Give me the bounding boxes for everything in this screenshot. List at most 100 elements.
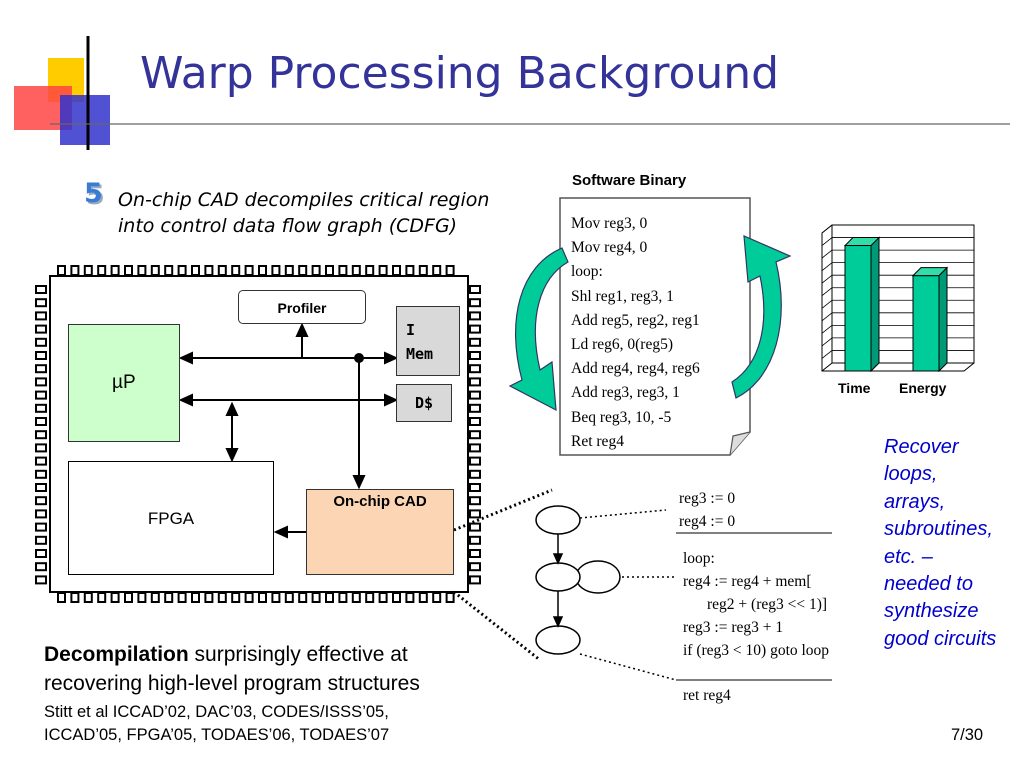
chip-pin [35, 443, 47, 453]
chip-pin [35, 522, 47, 532]
chip-pin [392, 265, 401, 276]
page-number: 7/30 [951, 726, 984, 744]
chip-pin [231, 592, 241, 603]
chip-pin [378, 265, 388, 276]
chip-pin [70, 592, 80, 603]
recover-line: needed to [884, 573, 973, 596]
bullet-line: On-chip CAD decompiles critical region [118, 189, 490, 211]
chip-pin [83, 265, 93, 276]
chip-pin [469, 456, 481, 466]
chip-pin [418, 592, 428, 603]
chip-pins [35, 265, 481, 603]
chart-gridline-side [821, 350, 833, 359]
chart-gridline-side [821, 312, 833, 322]
on-chip-cad-label: On-chip CAD [333, 493, 427, 510]
chip-pin [177, 592, 187, 603]
cdfg-graph [535, 505, 621, 655]
recover-line: subroutines, [884, 518, 993, 541]
chip-pin [392, 592, 401, 603]
code-line: Add reg3, reg3, 1 [571, 384, 680, 402]
recover-line: good circuits [884, 627, 997, 650]
chip-pin [244, 592, 254, 603]
chip-pin [469, 390, 481, 400]
chip-pin [137, 592, 147, 603]
chart-gridline-side [821, 287, 833, 297]
chip-pin [35, 298, 47, 308]
chip-pin [469, 522, 481, 532]
code-line: Ret reg4 [571, 432, 624, 450]
microprocessor-box [68, 324, 180, 442]
chip-pin [204, 592, 214, 603]
chip-pin [57, 592, 66, 603]
chip-pin [258, 592, 267, 603]
citations: Stitt et al ICCAD’02, DAC’03, CODES/ISSS… [44, 701, 389, 747]
chip-pin [35, 337, 47, 347]
imem-label-mem: Mem [406, 345, 434, 363]
cdfg-node-exit [535, 625, 581, 655]
cdfg-line: reg3 := 0 [679, 490, 736, 507]
cdfg-code: reg3 := 0 reg4 := 0 loop: reg4 := reg4 +… [679, 487, 829, 707]
chip-pin [150, 265, 160, 276]
chip-pin [365, 265, 375, 276]
chip-pin [35, 562, 47, 572]
chip-pin [351, 592, 361, 603]
chip-pin [164, 265, 174, 276]
chip-pin [35, 351, 47, 360]
bullet-text: On-chip CAD decompiles critical region i… [118, 187, 489, 239]
software-binary-page [559, 197, 751, 456]
chart-tick-label-time: Time [838, 380, 871, 396]
chip-pin [405, 592, 415, 603]
chart-bar-energy [911, 266, 949, 373]
chip-pin [432, 592, 442, 603]
chip-pin [35, 549, 47, 558]
chip-pin [378, 592, 388, 603]
bullet-number: 5 [84, 178, 103, 209]
chip-pin [469, 351, 481, 360]
chip-pin [231, 265, 241, 276]
chip-pin [338, 265, 348, 276]
code-line: Shl reg1, reg3, 1 [571, 287, 674, 305]
chip-pin [35, 535, 47, 545]
chip-pin [271, 592, 281, 603]
code-line: loop: [571, 263, 603, 281]
slide-title: Warp Processing Background [140, 48, 780, 99]
chart-gridline-side [821, 325, 833, 334]
chip-pin [97, 265, 107, 276]
decompilation-line2: recovering high-level program structures [44, 672, 420, 695]
decompilation-rest: surprisingly effective at [188, 643, 408, 666]
chip-pin [365, 592, 375, 603]
chip-pin [35, 496, 47, 506]
chart-gridline-side [821, 337, 833, 347]
chip-pin [35, 311, 47, 321]
chip-pin [244, 265, 254, 276]
chip-pin [469, 298, 481, 308]
chart-gridline-side [821, 249, 833, 259]
code-line: Mov reg3, 0 [571, 215, 648, 232]
code-line: Ld reg6, 0(reg5) [571, 336, 673, 354]
software-binary-code: Mov reg3, 0 Mov reg4, 0 loop: Shl reg1, … [571, 212, 700, 454]
chip-pin [469, 324, 481, 334]
cdfg-line: reg3 := reg3 + 1 [683, 619, 784, 636]
chip-pin [351, 265, 361, 276]
chip-pin [191, 265, 200, 276]
cdfg-dotted-links [453, 488, 677, 681]
cdfg-line: reg2 + (reg3 << 1)] [707, 596, 828, 613]
decompilation-bold: Decompilation [44, 643, 189, 666]
chip-pin [83, 592, 93, 603]
chip-pin [35, 509, 47, 519]
bullet-line: into control data flow graph (CDFG) [118, 215, 458, 237]
chip-pin [35, 377, 47, 387]
recover-line: arrays, [884, 490, 946, 513]
chip-pin [469, 377, 481, 387]
chip-pin [70, 265, 80, 276]
data-cache: D$ [396, 384, 452, 422]
chip-pin [35, 483, 47, 492]
chip-pin [469, 417, 481, 426]
chip-pin [469, 430, 481, 440]
chip-pin [405, 265, 415, 276]
chip-pin [432, 265, 442, 276]
cdfg-node-loop-self [575, 560, 621, 594]
chart-tick-label-energy: Energy [899, 380, 947, 396]
chip-pin [469, 496, 481, 506]
chip-pin [191, 592, 200, 603]
